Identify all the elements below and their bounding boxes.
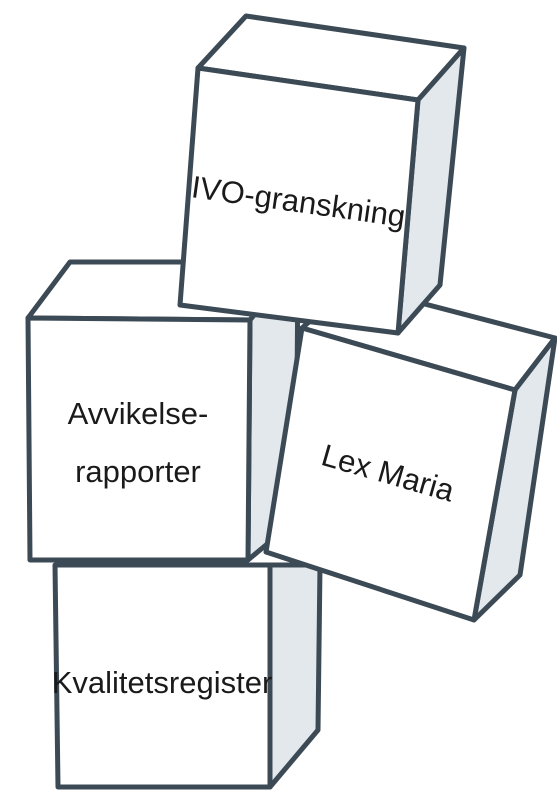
block-side-face — [267, 562, 323, 790]
block-label-line-2: rapporter — [75, 454, 201, 489]
block-front-face — [263, 325, 518, 623]
block-label: Kvalitetsregister — [52, 665, 273, 700]
block-front-face — [25, 315, 253, 563]
block-front-face — [177, 65, 421, 336]
block-front-face — [52, 562, 273, 790]
block-lex-maria: Lex Maria — [263, 282, 557, 623]
block-label-line-1: Avvikelse- — [68, 396, 209, 431]
block-ivo-granskning: IVO-granskning — [177, 13, 467, 336]
block-avvikelserapporter: Avvikelse- rapporter — [25, 259, 301, 563]
block-kvalitetsregister: Kvalitetsregister — [52, 562, 323, 790]
